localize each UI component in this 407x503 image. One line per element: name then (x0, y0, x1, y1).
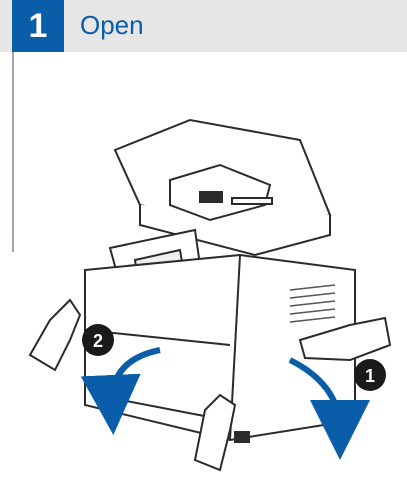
document-feeder (113, 118, 332, 257)
step-header: 1 Open (0, 0, 407, 52)
step-number-badge: 1 (12, 0, 64, 52)
svg-text:1: 1 (365, 366, 375, 386)
step-title: Open (80, 10, 144, 40)
callout-2: 2 (82, 324, 114, 356)
hand-left (28, 298, 82, 372)
callout-1: 1 (354, 359, 386, 391)
svg-text:2: 2 (93, 331, 103, 351)
open-arrow-left (80, 347, 161, 435)
hand-bottom (193, 393, 237, 472)
open-arrow-right (288, 357, 370, 460)
section-rule (12, 52, 14, 252)
hand-right-top (298, 316, 392, 362)
